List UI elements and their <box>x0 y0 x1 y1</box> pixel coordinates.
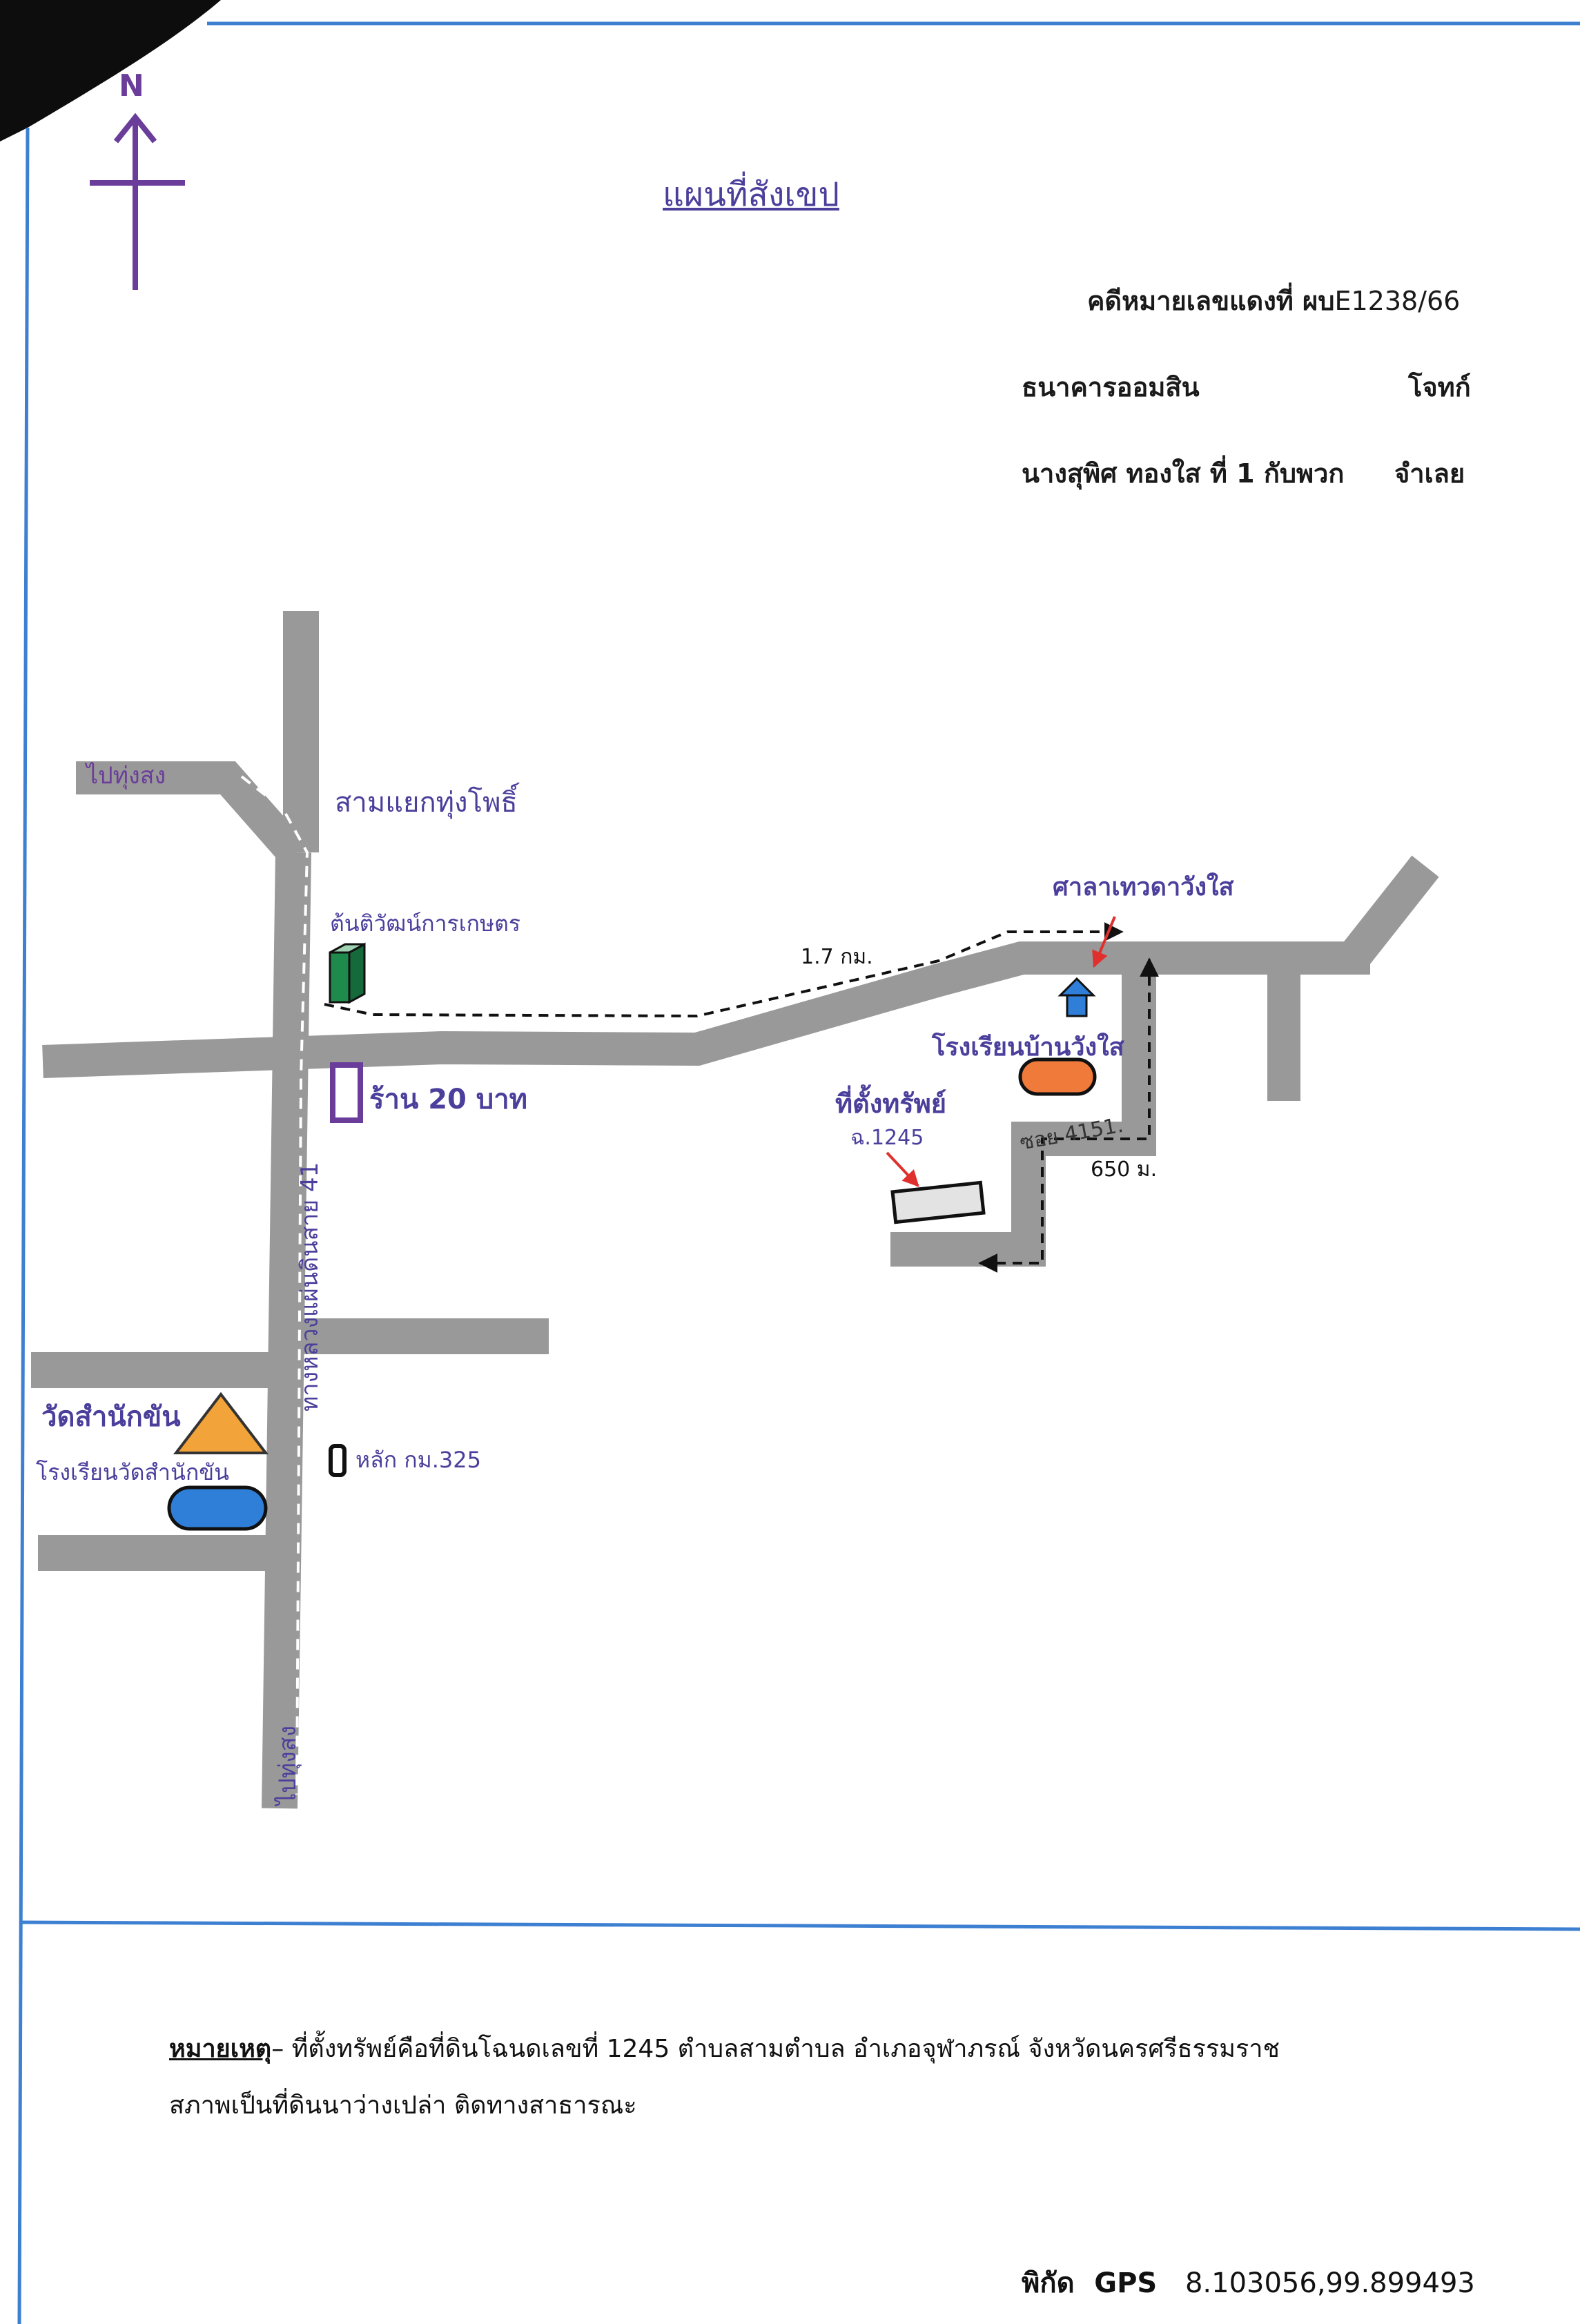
north-arrow-icon <box>90 113 185 290</box>
gps-tag: GPS <box>1094 2267 1158 2299</box>
gps-label: พิกัด <box>1022 2267 1075 2299</box>
twenty-baht-shop-label: ร้าน 20 บาท <box>369 1084 528 1115</box>
village-school-label: โรงเรียนบ้านวังใส <box>932 1033 1124 1062</box>
compass-north-label: N <box>119 68 144 104</box>
to-thung-song-bottom-label: ไปทุ่งสง <box>274 1725 302 1805</box>
scan-corner-shadow <box>0 0 221 141</box>
property-parcel-icon <box>890 1180 986 1224</box>
to-thung-song-top-label: ไปทุ่งสง <box>86 762 166 790</box>
sala-house-icon <box>1057 977 1096 1017</box>
sala-pointer-arrow <box>1092 916 1116 968</box>
plaintiff-role: โจทก์ <box>1408 372 1471 402</box>
temple-school-label: โรงเรียนวัดสำนักขัน <box>36 1459 229 1485</box>
case-number: E1238/66 <box>1334 286 1461 316</box>
temple-school-icon <box>167 1485 268 1531</box>
temple-triangle-icon <box>173 1392 269 1454</box>
frame-divider-line <box>19 1920 1580 1931</box>
km-marker-icon <box>329 1444 347 1477</box>
village-school-icon <box>1018 1057 1097 1096</box>
ag-shop-label: ต้นติวัฒน์การเกษตร <box>330 910 521 937</box>
road-ne-spur <box>1339 855 1439 969</box>
defendant-name: นางสุพิศ ทองใส ที่ 1 กับพวก <box>1022 458 1345 489</box>
note-label: หมายเหตุ <box>169 2035 272 2063</box>
km-marker-label: หลัก กม.325 <box>355 1447 481 1473</box>
temple-label: วัดสำนักขัน <box>41 1401 181 1433</box>
gps-coordinates: 8.103056,99.899493 <box>1184 2267 1475 2299</box>
footer-note-line2: สภาพเป็นที่ดินนาว่างเปล่า ติดทางสาธารณะ <box>169 2091 637 2120</box>
route-main-dashed <box>324 922 1124 1018</box>
highway-label: ทางหลวงแผ่นดินสาย 41 <box>296 1162 324 1412</box>
sala-label: ศาลาเทวดาวังใส <box>1053 873 1234 901</box>
property-label: ที่ตั้งทรัพย์ <box>835 1088 947 1119</box>
distance-main-label: 1.7 กม. <box>801 945 873 969</box>
note-text-1: – ที่ตั้งทรัพย์คือที่ดินโฉนดเลขที่ 1245 … <box>271 2035 1280 2063</box>
road-to-thung-song <box>76 761 306 863</box>
route-soi-dashed <box>978 957 1159 1273</box>
twenty-baht-shop-icon <box>330 1062 363 1123</box>
case-number-line: คดีหมายเลขแดงที่ ผบE1238/66 <box>1087 286 1460 317</box>
highway-center-line <box>240 775 309 1795</box>
plaintiff-name: ธนาคารออมสิน <box>1022 372 1200 402</box>
route-path <box>324 922 1159 1273</box>
road-network <box>31 611 1439 1809</box>
deed-number-label: ฉ.1245 <box>850 1126 924 1150</box>
ag-shop-building-icon <box>329 942 366 1004</box>
defendant-role: จำเลย <box>1394 458 1465 489</box>
junction-label: สามแยกทุ่งโพธิ์ <box>335 787 518 819</box>
frame-left-line <box>17 127 30 2324</box>
gps-line: พิกัด GPS 8.103056,99.899493 <box>1022 2267 1475 2299</box>
property-pointer-arrow <box>886 1151 919 1187</box>
distance-soi-label: 650 ม. <box>1091 1158 1158 1182</box>
road-to-wang-sai <box>42 941 1370 1078</box>
page-title: แผนที่สังเขป <box>663 175 839 214</box>
case-line-label: คดีหมายเลขแดงที่ ผบ <box>1087 286 1335 316</box>
footer-note-line1: หมายเหตุ– ที่ตั้งทรัพย์คือที่ดินโฉนดเลขท… <box>169 2035 1280 2063</box>
